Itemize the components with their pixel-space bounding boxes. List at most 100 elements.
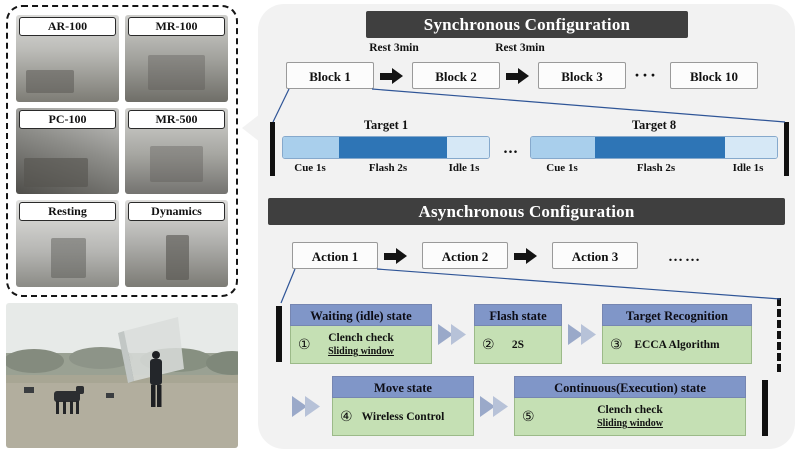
block-1-box: Block 1 — [286, 62, 374, 89]
state-title: Target Recognition — [602, 304, 752, 326]
circled-number-icon: ④ — [340, 408, 353, 425]
action-3-box: Action 3 — [552, 242, 638, 269]
target-recognition-box: Target Recognition ③ ECCA Algorithm — [602, 304, 752, 364]
target-8-group: Target 8 Cue 1s Flash 2s Idle 1s — [530, 116, 778, 174]
cue-segment — [531, 137, 595, 158]
device-photo-resting: Resting — [16, 200, 119, 287]
flash-label: Flash 2s — [368, 162, 408, 174]
device-label: MR-100 — [128, 17, 225, 36]
device-label: AR-100 — [19, 17, 116, 36]
state-detail: Clench check Sliding window — [515, 403, 745, 430]
panel-tail-pointer — [242, 114, 260, 142]
idle-segment — [725, 137, 777, 158]
circled-number-icon: ③ — [610, 336, 623, 353]
move-state-box: Move state ④ Wireless Control — [332, 376, 474, 436]
chevron-right-icon — [451, 324, 466, 345]
state-sub-text: Sliding window — [328, 346, 394, 357]
outdoor-field-photo — [6, 303, 238, 448]
device-photo-ar-100: AR-100 — [16, 15, 119, 102]
outdoor-scene-illustration — [6, 303, 238, 448]
idle-label: Idle 1s — [732, 162, 764, 174]
state-main-text: 2S — [511, 338, 525, 351]
chevron-right-icon — [438, 324, 453, 345]
device-photo-mr-500: MR-500 — [125, 107, 228, 195]
device-photo-mr-100: MR-100 — [125, 15, 228, 102]
state-detail: ECCA Algorithm — [603, 338, 751, 352]
flash-segment — [339, 137, 447, 158]
cue-label: Cue 1s — [294, 162, 326, 174]
device-photo-dynamics: Dynamics — [125, 200, 228, 287]
flash-label: Flash 2s — [636, 162, 676, 174]
circled-number-icon: ⑤ — [522, 408, 535, 425]
state-detail: Clench check Sliding window — [291, 331, 431, 358]
flash-segment — [595, 137, 725, 158]
target-label: Target 8 — [631, 118, 677, 132]
trial-timeline-bar — [282, 136, 490, 159]
segment-labels: Cue 1s Flash 2s Idle 1s — [282, 162, 490, 174]
block-2-box: Block 2 — [412, 62, 500, 89]
block-10-box: Block 10 — [670, 62, 758, 89]
target-1-group: Target 1 Cue 1s Flash 2s Idle 1s — [282, 116, 490, 174]
circled-number-icon: ② — [482, 336, 495, 353]
state-title: Waiting (idle) state — [290, 304, 432, 326]
arrow-shaft — [514, 252, 526, 260]
right-arrow-icon — [506, 68, 529, 84]
actions-ellipsis: …… — [668, 249, 702, 265]
chevron-right-icon — [480, 396, 495, 417]
state-detail: Wireless Control — [333, 410, 473, 424]
target-ellipsis: ... — [503, 140, 519, 157]
state-sub-text: Sliding window — [597, 418, 663, 429]
arrow-head — [526, 248, 537, 264]
idle-label: Idle 1s — [448, 162, 480, 174]
arrow-shaft — [380, 72, 392, 80]
synchronous-section-header: Synchronous Configuration — [366, 11, 688, 38]
flash-state-box: Flash state ② 2S — [474, 304, 562, 364]
chevron-right-icon — [568, 324, 583, 345]
block-3-box: Block 3 — [538, 62, 626, 89]
trial-timeline-bar — [530, 136, 778, 159]
segment-labels: Cue 1s Flash 2s Idle 1s — [530, 162, 778, 174]
device-photo-pc-100: PC-100 — [16, 107, 119, 195]
state-body: ① Clench check Sliding window — [290, 326, 432, 364]
arrow-shaft — [506, 72, 518, 80]
right-arrow-icon — [380, 68, 403, 84]
state-body: ③ ECCA Algorithm — [602, 326, 752, 364]
state-title: Move state — [332, 376, 474, 398]
cue-label: Cue 1s — [546, 162, 578, 174]
state-body: ② 2S — [474, 326, 562, 364]
device-label: Dynamics — [128, 202, 225, 222]
state-main-text: ECCA Algorithm — [634, 338, 720, 351]
circled-number-icon: ① — [298, 336, 311, 353]
continuous-state-box: Continuous(Execution) state ⑤ Clench che… — [514, 376, 746, 436]
state-body: ④ Wireless Control — [332, 398, 474, 436]
timeline-left-bar — [270, 122, 275, 176]
state-main-text: Clench check — [597, 404, 663, 416]
arrow-head — [518, 68, 529, 84]
state-main-text: Wireless Control — [361, 410, 445, 423]
blocks-ellipsis: ··· — [633, 65, 658, 85]
state-main-text: Clench check — [328, 332, 394, 344]
state-title: Flash state — [474, 304, 562, 326]
rest-label: Rest 3min — [369, 42, 419, 54]
device-grid-panel: AR-100 MR-100 PC-100 MR-500 Resting Dyna… — [6, 5, 238, 297]
arrow-head — [392, 68, 403, 84]
target-label: Target 1 — [363, 118, 409, 132]
asynchronous-section-header: Asynchronous Configuration — [268, 198, 785, 225]
state-row2-right-bar — [762, 380, 768, 436]
state-detail: 2S — [475, 338, 561, 352]
right-arrow-icon — [384, 248, 407, 264]
timeline-right-bar — [784, 122, 789, 176]
waiting-state-box: Waiting (idle) state ① Clench check Slid… — [290, 304, 432, 364]
state-row1-dashed-bar — [777, 298, 781, 372]
idle-segment — [447, 137, 489, 158]
action-1-box: Action 1 — [292, 242, 378, 269]
chevron-right-icon — [305, 396, 320, 417]
state-title: Continuous(Execution) state — [514, 376, 746, 398]
device-label: MR-500 — [128, 109, 225, 129]
arrow-shaft — [384, 252, 396, 260]
rest-label: Rest 3min — [495, 42, 545, 54]
arrow-head — [396, 248, 407, 264]
state-row1-left-bar — [276, 306, 282, 362]
chevron-right-icon — [581, 324, 596, 345]
